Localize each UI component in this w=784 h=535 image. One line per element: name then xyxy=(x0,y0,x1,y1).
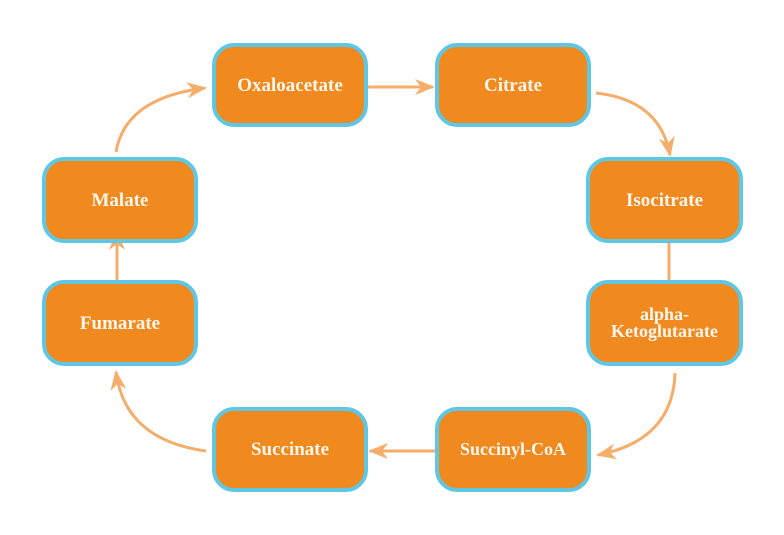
node-succinyl-coa: Succinyl-CoA xyxy=(435,407,591,492)
node-label: Succinyl-CoA xyxy=(459,439,566,459)
arrow-citrate-to-isocitrate xyxy=(595,91,675,157)
node-label: Oxaloacetate xyxy=(237,74,343,96)
node-label: Succinate xyxy=(250,439,330,460)
arrow-succinate-to-fumarate xyxy=(110,370,207,453)
node-oxaloacetate: Oxaloacetate xyxy=(212,43,368,127)
node-alpha-ketoglutarate: alpha- Ketoglutarate xyxy=(586,280,743,366)
node-fumarate: Fumarate xyxy=(42,280,198,366)
node-label: Fumarate xyxy=(79,312,161,334)
node-label-line2: Ketoglutarate xyxy=(611,321,718,341)
node-succinate: Succinate xyxy=(212,407,368,492)
node-label: Citrate xyxy=(483,74,543,96)
node-isocitrate: Isocitrate xyxy=(586,157,743,243)
node-label: Malate xyxy=(91,189,149,211)
arrow-malate-to-oxaloacetate xyxy=(114,82,207,153)
node-label: Isocitrate xyxy=(625,189,704,211)
node-citrate: Citrate xyxy=(435,43,591,127)
arrow-akg-to-succinylcoa xyxy=(596,372,677,460)
node-label-line1: alpha- xyxy=(639,304,690,324)
node-malate: Malate xyxy=(42,157,198,243)
